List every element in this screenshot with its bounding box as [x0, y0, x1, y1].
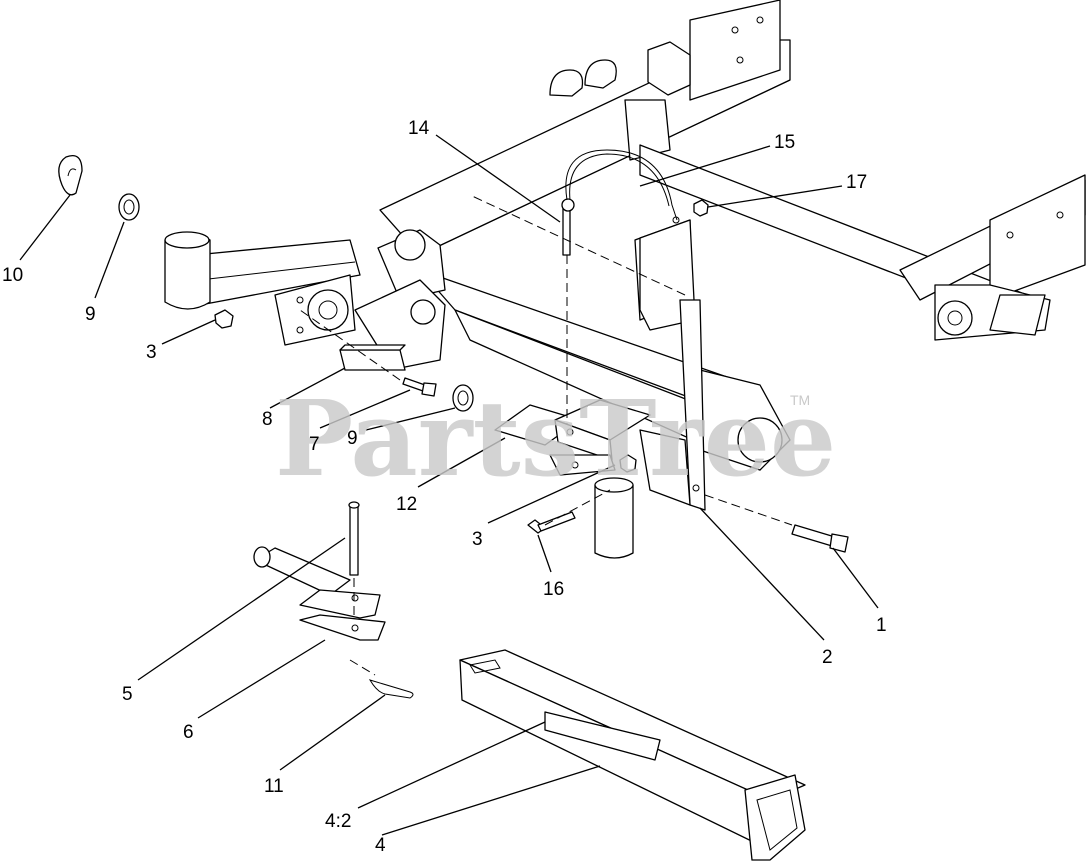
callout-labels: 14 15 17 10 9 3 8 7 9 12 3 16 1 2 5 6 11…: [2, 118, 887, 856]
part-8-latch: [339, 344, 406, 371]
callout-11: 11: [264, 776, 284, 797]
part-2-hitch-bracket: [639, 219, 706, 511]
part-10-clip: [58, 154, 83, 196]
callout-4-2: 4:2: [325, 811, 351, 832]
part-3-nut-right: [619, 454, 637, 473]
callout-15: 15: [774, 132, 795, 153]
part-12-latch-plate: [494, 399, 651, 476]
part-9-washer-middle: [452, 384, 474, 412]
callout-9-top: 9: [85, 304, 96, 325]
callout-2: 2: [822, 647, 833, 668]
assembly-lines: [299, 194, 793, 676]
part-1-bolt: [791, 524, 849, 553]
main-frame: [164, 0, 1086, 471]
part-14-pin: [561, 198, 575, 256]
part-9-washer-top: [118, 193, 140, 221]
part-6-hitch-arm: [253, 546, 386, 641]
callout-8: 8: [262, 409, 273, 430]
post-tube: [594, 477, 634, 559]
part-5-pin: [348, 501, 360, 576]
leader-lines: [19, 134, 879, 836]
callout-4: 4: [375, 835, 386, 856]
part-11-clip: [368, 679, 414, 699]
callout-14: 14: [408, 118, 430, 139]
callout-3-left: 3: [146, 342, 157, 363]
callout-1: 1: [876, 615, 887, 636]
watermark-trademark: TM: [790, 392, 810, 408]
watermark: PartsTree TM: [275, 377, 836, 500]
part-17-nut: [693, 199, 709, 217]
callout-9-middle: 9: [347, 428, 358, 449]
part-7-bolt: [402, 377, 437, 397]
part-3-nut-left: [214, 309, 234, 329]
watermark-text: PartsTree: [275, 377, 836, 500]
callout-3-right: 3: [472, 529, 483, 550]
callout-16: 16: [543, 579, 564, 600]
callout-5: 5: [122, 684, 133, 705]
callout-12: 12: [396, 494, 417, 515]
part-4-tongue: [459, 649, 806, 861]
callout-10: 10: [2, 265, 23, 286]
callout-7: 7: [309, 434, 320, 455]
part-16-bolt: [527, 511, 576, 534]
callout-17: 17: [846, 172, 867, 193]
callout-6: 6: [183, 722, 194, 743]
